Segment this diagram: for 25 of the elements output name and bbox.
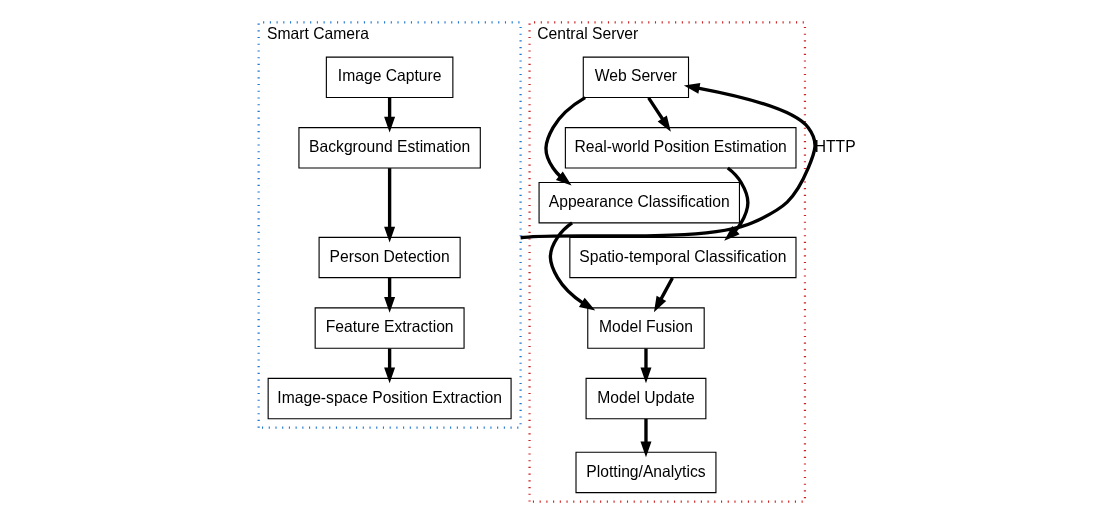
arrow bbox=[647, 96, 671, 132]
node-box: Image Capture bbox=[325, 56, 454, 98]
arrow bbox=[544, 95, 586, 185]
node-box: Spatio-temporal Classification bbox=[569, 236, 797, 278]
node-box: Model Fusion bbox=[587, 306, 705, 349]
arrow bbox=[384, 167, 396, 242]
node-box: Model Update bbox=[585, 377, 707, 419]
node-box: Person Detection bbox=[318, 236, 461, 278]
arrow bbox=[384, 348, 396, 383]
arrow bbox=[640, 418, 652, 457]
node-box: Real-world Position Estimation bbox=[564, 126, 797, 168]
arrow bbox=[548, 221, 596, 310]
node-box: Feature Extraction bbox=[314, 306, 465, 349]
node-box: Web Server bbox=[582, 56, 690, 98]
arrow bbox=[653, 276, 674, 312]
edge-label: HTTP bbox=[814, 137, 856, 155]
node-box: Image-space Position Extraction bbox=[267, 377, 512, 419]
arrow bbox=[724, 166, 750, 241]
arrow bbox=[520, 82, 817, 239]
arrow bbox=[640, 348, 652, 383]
arrow bbox=[384, 277, 396, 313]
node-box: Plotting/Analytics bbox=[575, 451, 717, 493]
node-box: Appearance Classification bbox=[538, 181, 740, 223]
node-box: Background Estimation bbox=[298, 126, 481, 168]
arrow bbox=[384, 97, 396, 133]
